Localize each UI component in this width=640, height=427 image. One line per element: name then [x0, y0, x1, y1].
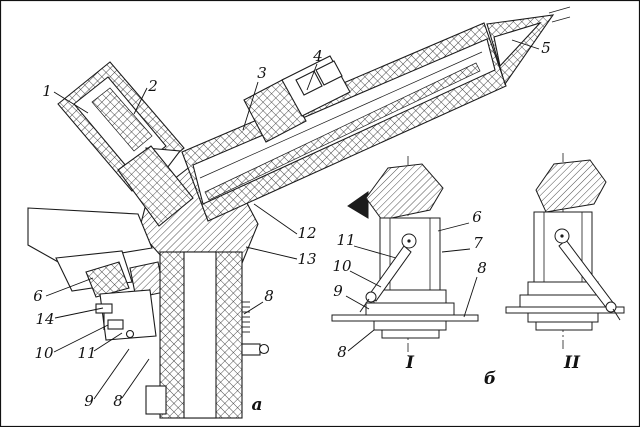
leader-detail-part-10 — [349, 270, 382, 288]
ring-plate-1 — [331, 314, 479, 322]
callout-detail-part-8-right: 8 — [477, 259, 487, 277]
leader-part-5 — [511, 39, 540, 50]
callout-detail-part-7: 7 — [473, 234, 483, 252]
nozzle-bore — [493, 21, 542, 68]
drain-valve-nut — [258, 343, 270, 355]
leader-detail-part-8-right — [463, 276, 478, 318]
leader-part-14 — [54, 307, 104, 319]
callout-part-12: 12 — [297, 224, 316, 242]
nozzle-cone — [486, 14, 555, 86]
direction-arrow-icon — [347, 191, 369, 219]
leader-part-8-right — [243, 301, 264, 315]
detail-view-2 — [505, 153, 625, 350]
leader-part-10 — [53, 324, 109, 353]
leader-detail-part-11 — [353, 245, 397, 259]
leader-part-8-left — [121, 358, 150, 399]
callout-part-8-left: 8 — [113, 392, 123, 410]
callout-part-13: 13 — [297, 250, 316, 268]
leader-part-12 — [253, 203, 298, 235]
leader-detail-part-8-left — [347, 329, 375, 352]
callout-part-14: 14 — [35, 310, 54, 328]
callout-part-10: 10 — [34, 344, 54, 362]
thread-ticks — [242, 301, 250, 333]
base-plate-1a — [373, 289, 447, 304]
pawl-tip-2 — [612, 308, 621, 321]
pawl-lever-1 — [368, 245, 412, 302]
callout-part-9: 9 — [84, 392, 94, 410]
callout-part-5: 5 — [541, 39, 551, 57]
callout-detail-part-6: 6 — [472, 208, 482, 226]
leader-part-13 — [245, 246, 298, 260]
callout-view-1: I — [405, 353, 415, 373]
callout-part-3: 3 — [257, 64, 267, 82]
leader-part-6 — [45, 277, 94, 297]
callout-detail-part-9: 9 — [333, 282, 343, 300]
pawl-tip-1 — [359, 298, 370, 313]
sight-window-1 — [295, 70, 323, 96]
riser-bore — [183, 251, 217, 419]
base-plate-1b — [365, 302, 455, 316]
rocker-core — [91, 87, 153, 152]
callout-part-11: 11 — [77, 344, 96, 362]
bore-vane-line — [199, 51, 483, 179]
callout-view-2: II — [563, 353, 581, 373]
callout-part-1: 1 — [42, 82, 52, 100]
leader-part-2 — [133, 87, 148, 115]
leader-detail-part-7 — [441, 248, 471, 253]
inner-pipe — [204, 62, 481, 201]
leader-part-9 — [93, 348, 130, 400]
rocker-pivot-strip — [117, 145, 194, 227]
base-plate-2d — [535, 321, 593, 331]
leader-part-4 — [306, 63, 318, 91]
callout-view-a: а — [251, 395, 262, 415]
column-collar — [145, 385, 167, 415]
drain-valve-body — [241, 343, 261, 356]
callout-part-6: 6 — [33, 287, 43, 305]
leader-part-11 — [93, 332, 123, 352]
base-plate-1c — [373, 320, 447, 331]
sight-window-2 — [315, 60, 343, 86]
callout-detail-part-10: 10 — [332, 257, 352, 275]
base-plate-2b — [519, 294, 607, 308]
bolt-10 — [107, 319, 124, 330]
leader-detail-part-6 — [437, 222, 470, 232]
nut-11 — [125, 329, 135, 339]
callout-view-b: б — [484, 369, 496, 389]
callout-part-2: 2 — [147, 77, 158, 95]
base-plate-2c — [527, 312, 599, 323]
callout-part-4: 4 — [312, 47, 323, 65]
detail-view-1 — [331, 156, 479, 356]
leader-detail-part-9 — [345, 295, 370, 310]
jet-line-lower — [551, 16, 571, 23]
main-assembly-drawing — [27, 6, 571, 419]
trunnion-center-1 — [407, 239, 411, 243]
base-plate-1d — [381, 329, 440, 339]
leader-part-3 — [242, 81, 259, 131]
leader-part-1 — [53, 91, 89, 114]
trunnion-center-2 — [560, 234, 564, 238]
jet-line-upper — [548, 6, 571, 14]
callout-detail-part-11: 11 — [336, 231, 355, 249]
callout-detail-part-8-left: 8 — [337, 343, 347, 361]
callout-part-8-right: 8 — [264, 287, 274, 305]
lever-wedge — [85, 261, 130, 298]
